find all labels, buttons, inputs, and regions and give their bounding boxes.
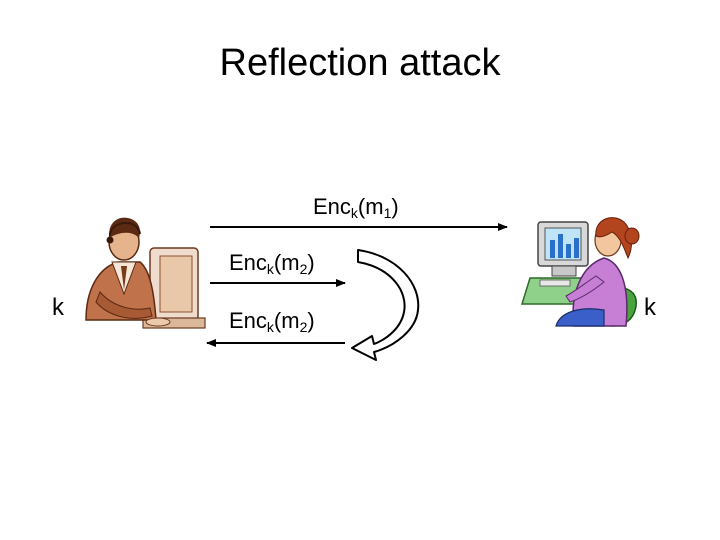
right-party-key-label: k	[644, 294, 656, 321]
curved-return-arrow-icon	[351, 249, 420, 361]
man-at-computer-icon	[85, 217, 206, 329]
left-party-key-label: k	[52, 294, 64, 321]
message-label-m2-out: Enck(m2)	[229, 250, 315, 277]
message-label-m2-back: Enck(m2)	[229, 308, 315, 335]
woman-at-computer-icon	[520, 217, 640, 327]
slide-title: Reflection attack	[219, 42, 501, 84]
message-label-m1: Enck(m1)	[313, 194, 399, 221]
